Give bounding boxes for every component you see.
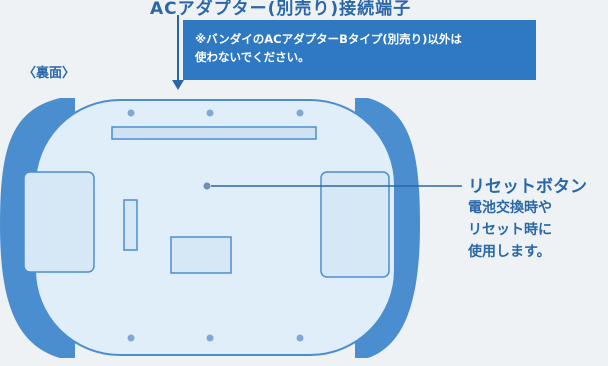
screw: [206, 109, 214, 117]
reset-desc-line-2: リセット時に: [468, 222, 552, 238]
reset-desc-line-3: 使用します。: [468, 244, 551, 260]
battery-cover-right: [320, 171, 390, 278]
warning-note-line-2: 使わないでください。: [195, 50, 310, 64]
screw: [127, 334, 135, 342]
reset-button-title: リセットボタン: [468, 177, 587, 197]
warning-note-line-1: ※バンダイのACアダプターBタイプ(別売り)以外は: [195, 32, 462, 46]
adapter-port-heading: ACアダプター(別売り)接続端子: [150, 0, 412, 19]
reset-desc-line-1: 電池交換時や: [468, 200, 552, 216]
screw: [127, 109, 135, 117]
battery-cover-left: [23, 171, 95, 273]
label-plate: [170, 236, 232, 274]
warning-note: ※バンダイのACアダプターBタイプ(別売り)以外は 使わないでください。: [183, 20, 536, 80]
reset-button-callout: リセットボタン 電池交換時や リセット時に 使用します。: [468, 177, 587, 263]
vertical-slot: [123, 199, 138, 251]
back-side-label: 〈裏面〉: [23, 66, 76, 81]
screw: [296, 334, 304, 342]
top-slot: [111, 126, 317, 140]
screw: [296, 109, 304, 117]
screw: [206, 334, 214, 342]
reset-button-hole: [203, 182, 211, 190]
